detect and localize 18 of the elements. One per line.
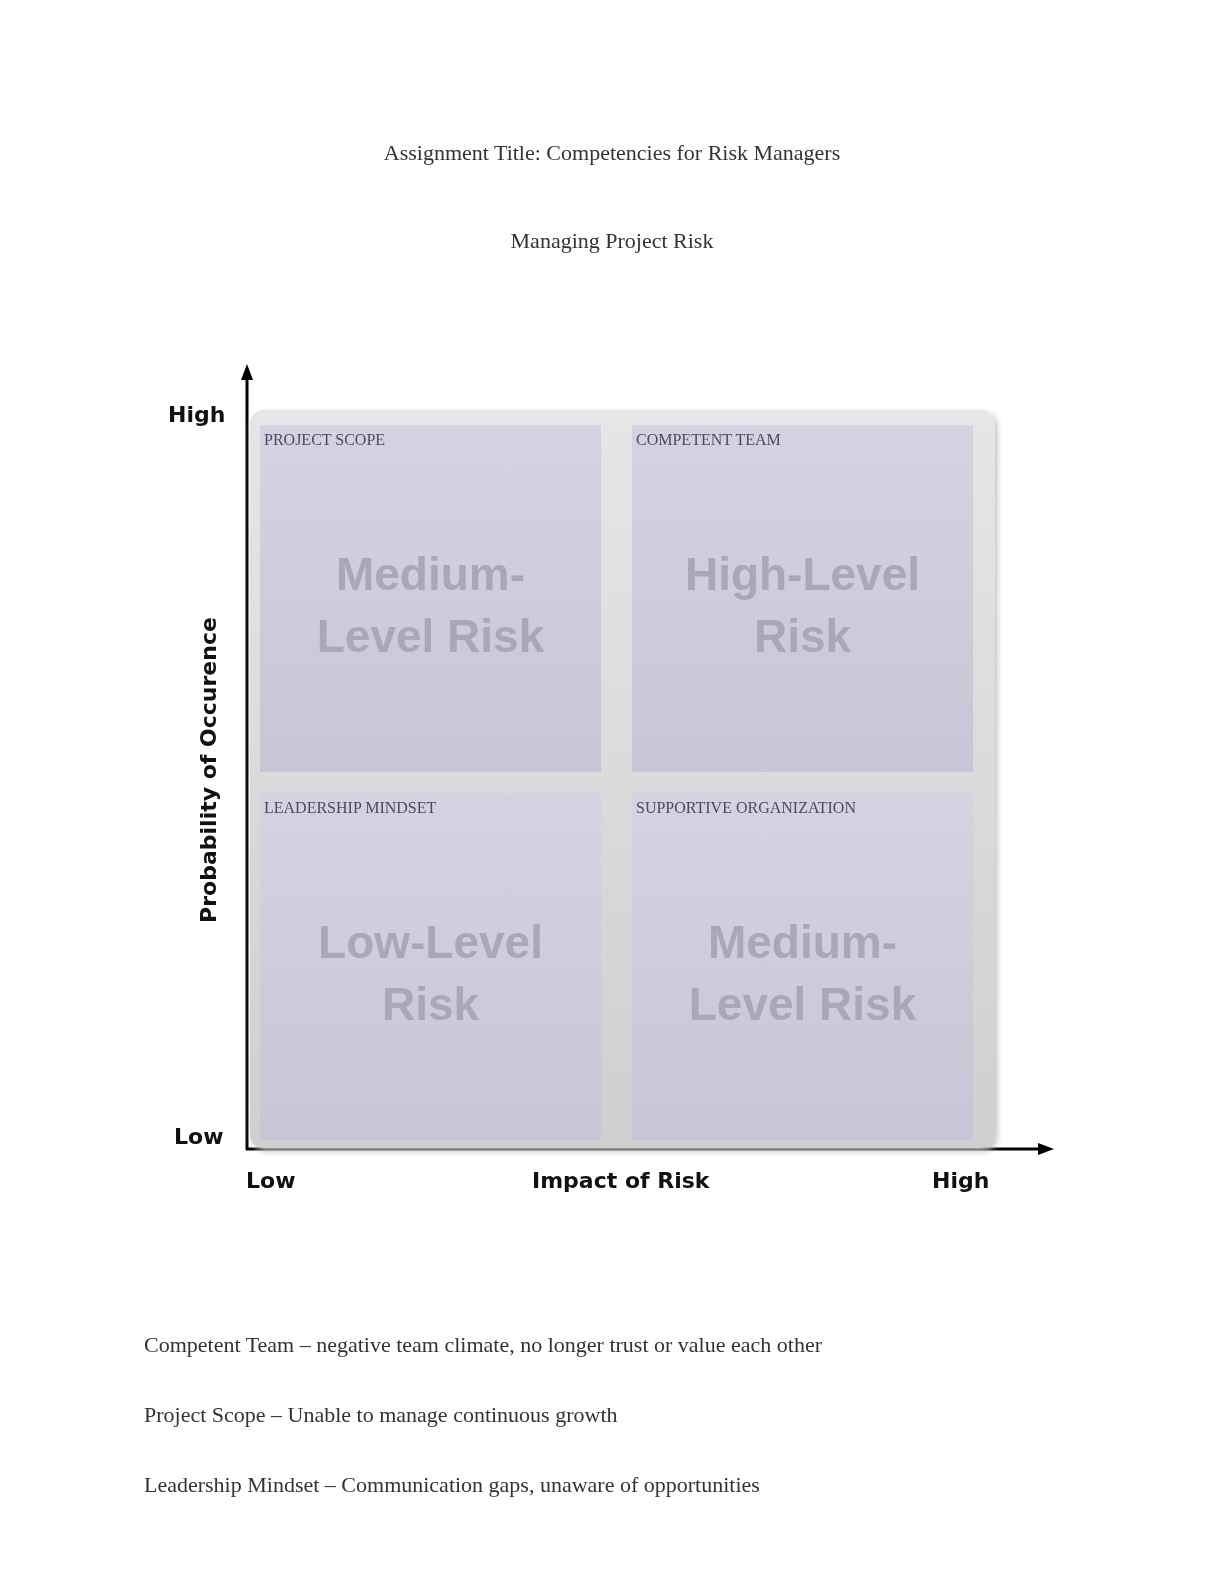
quadrant-heading: LEADERSHIP MINDSET (264, 799, 437, 817)
quadrant-heading: SUPPORTIVE ORGANIZATION (636, 799, 856, 817)
note-text: Project Scope – Unable to manage continuous growth (144, 1402, 618, 1428)
title: Assignment Title: Competencies for Risk Managers (382, 140, 842, 166)
matrix-background (250, 410, 995, 1148)
axis-title: Probability of Occurence (195, 617, 221, 923)
note-text: Competent Team – negative team climate, no longer trust or value each other (144, 1332, 822, 1358)
axis-label: Low (246, 1168, 296, 1193)
quadrant-heading: PROJECT SCOPE (264, 431, 386, 449)
quadrant-box (632, 425, 973, 772)
quadrant-box (260, 425, 601, 772)
axis-label: High (168, 402, 226, 427)
axis-label: Low (174, 1124, 224, 1149)
axis-label: High (932, 1168, 990, 1193)
axis-title: Impact of Risk (532, 1168, 710, 1193)
quadrant-heading: COMPETENT TEAM (636, 431, 781, 449)
note-text: Leadership Mindset – Communication gaps, unaware of opportunities (144, 1472, 760, 1498)
subtitle: Managing Project Risk (509, 228, 715, 254)
